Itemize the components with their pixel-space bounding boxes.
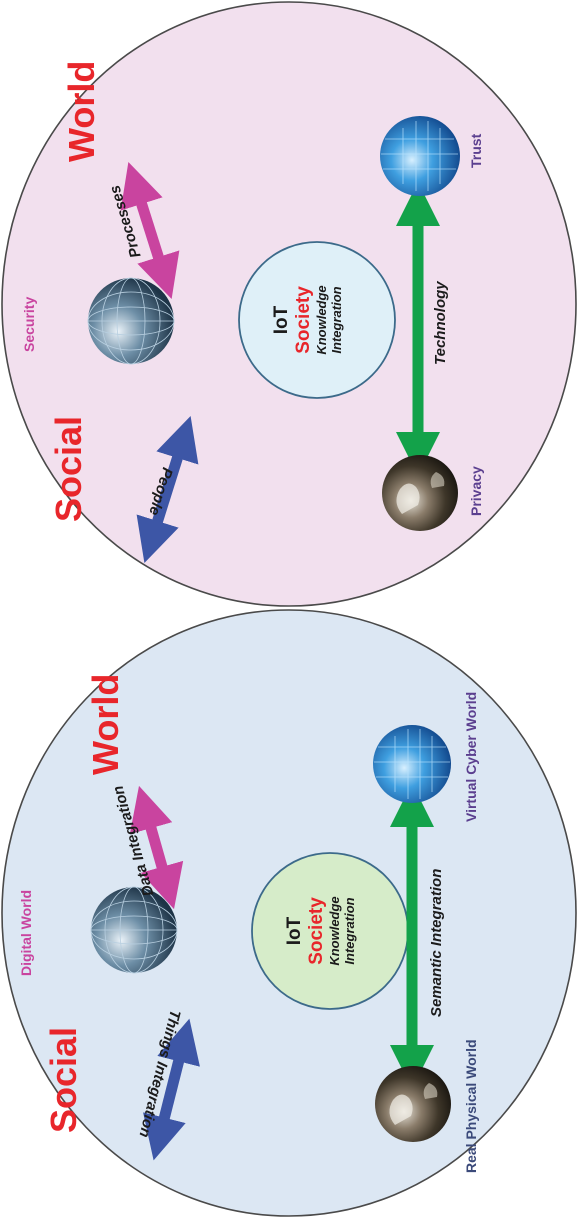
inner-circle	[238, 241, 396, 399]
wireframe-globe-icon	[90, 886, 178, 974]
center-text: IoT Society Knowledge Integration	[284, 853, 358, 1009]
left-panel: Digital World Real Physical World Virtua…	[0, 608, 579, 1217]
label-world: World	[61, 60, 102, 162]
label-privacy: Privacy	[468, 466, 484, 516]
center-integration: Integration	[341, 897, 357, 965]
label-virtual-cyber-world: Virtual Cyber World	[463, 691, 479, 822]
center-knowledge: Knowledge	[313, 285, 329, 355]
label-world: World	[85, 673, 126, 775]
label-trust: Trust	[468, 133, 484, 168]
label-social: Social	[43, 1026, 84, 1133]
label-semantic-integration: Semantic Integration	[428, 868, 445, 1017]
label-technology: Technology	[432, 281, 449, 365]
label-social: Social	[48, 415, 89, 522]
label-digital-world: Digital World	[18, 889, 34, 976]
center-text: IoT Society Knowledge Integration	[271, 242, 345, 398]
earth-globe-icon	[375, 1066, 451, 1142]
right-panel: Security Privacy Trust Social World Proc…	[0, 0, 579, 608]
center-knowledge: Knowledge	[326, 896, 342, 966]
wireframe-globe-icon	[87, 277, 175, 365]
right-panel-graphics	[1, 1, 577, 607]
cyber-globe-icon	[380, 116, 460, 196]
magenta-arrow	[120, 162, 180, 299]
center-iot: IoT	[271, 305, 292, 335]
label-security: Security	[21, 296, 37, 352]
cyber-globe-icon	[373, 725, 451, 803]
center-iot: IoT	[284, 916, 305, 946]
label-real-physical-world: Real Physical World	[463, 1039, 479, 1173]
earth-globe-icon	[382, 455, 458, 531]
blue-arrow	[143, 1018, 200, 1161]
center-society: Society	[305, 897, 327, 965]
left-panel-graphics	[1, 609, 577, 1217]
center-integration: Integration	[328, 286, 344, 354]
center-society: Society	[292, 286, 314, 354]
magenta-arrow	[129, 785, 184, 910]
blue-arrow	[136, 416, 199, 563]
